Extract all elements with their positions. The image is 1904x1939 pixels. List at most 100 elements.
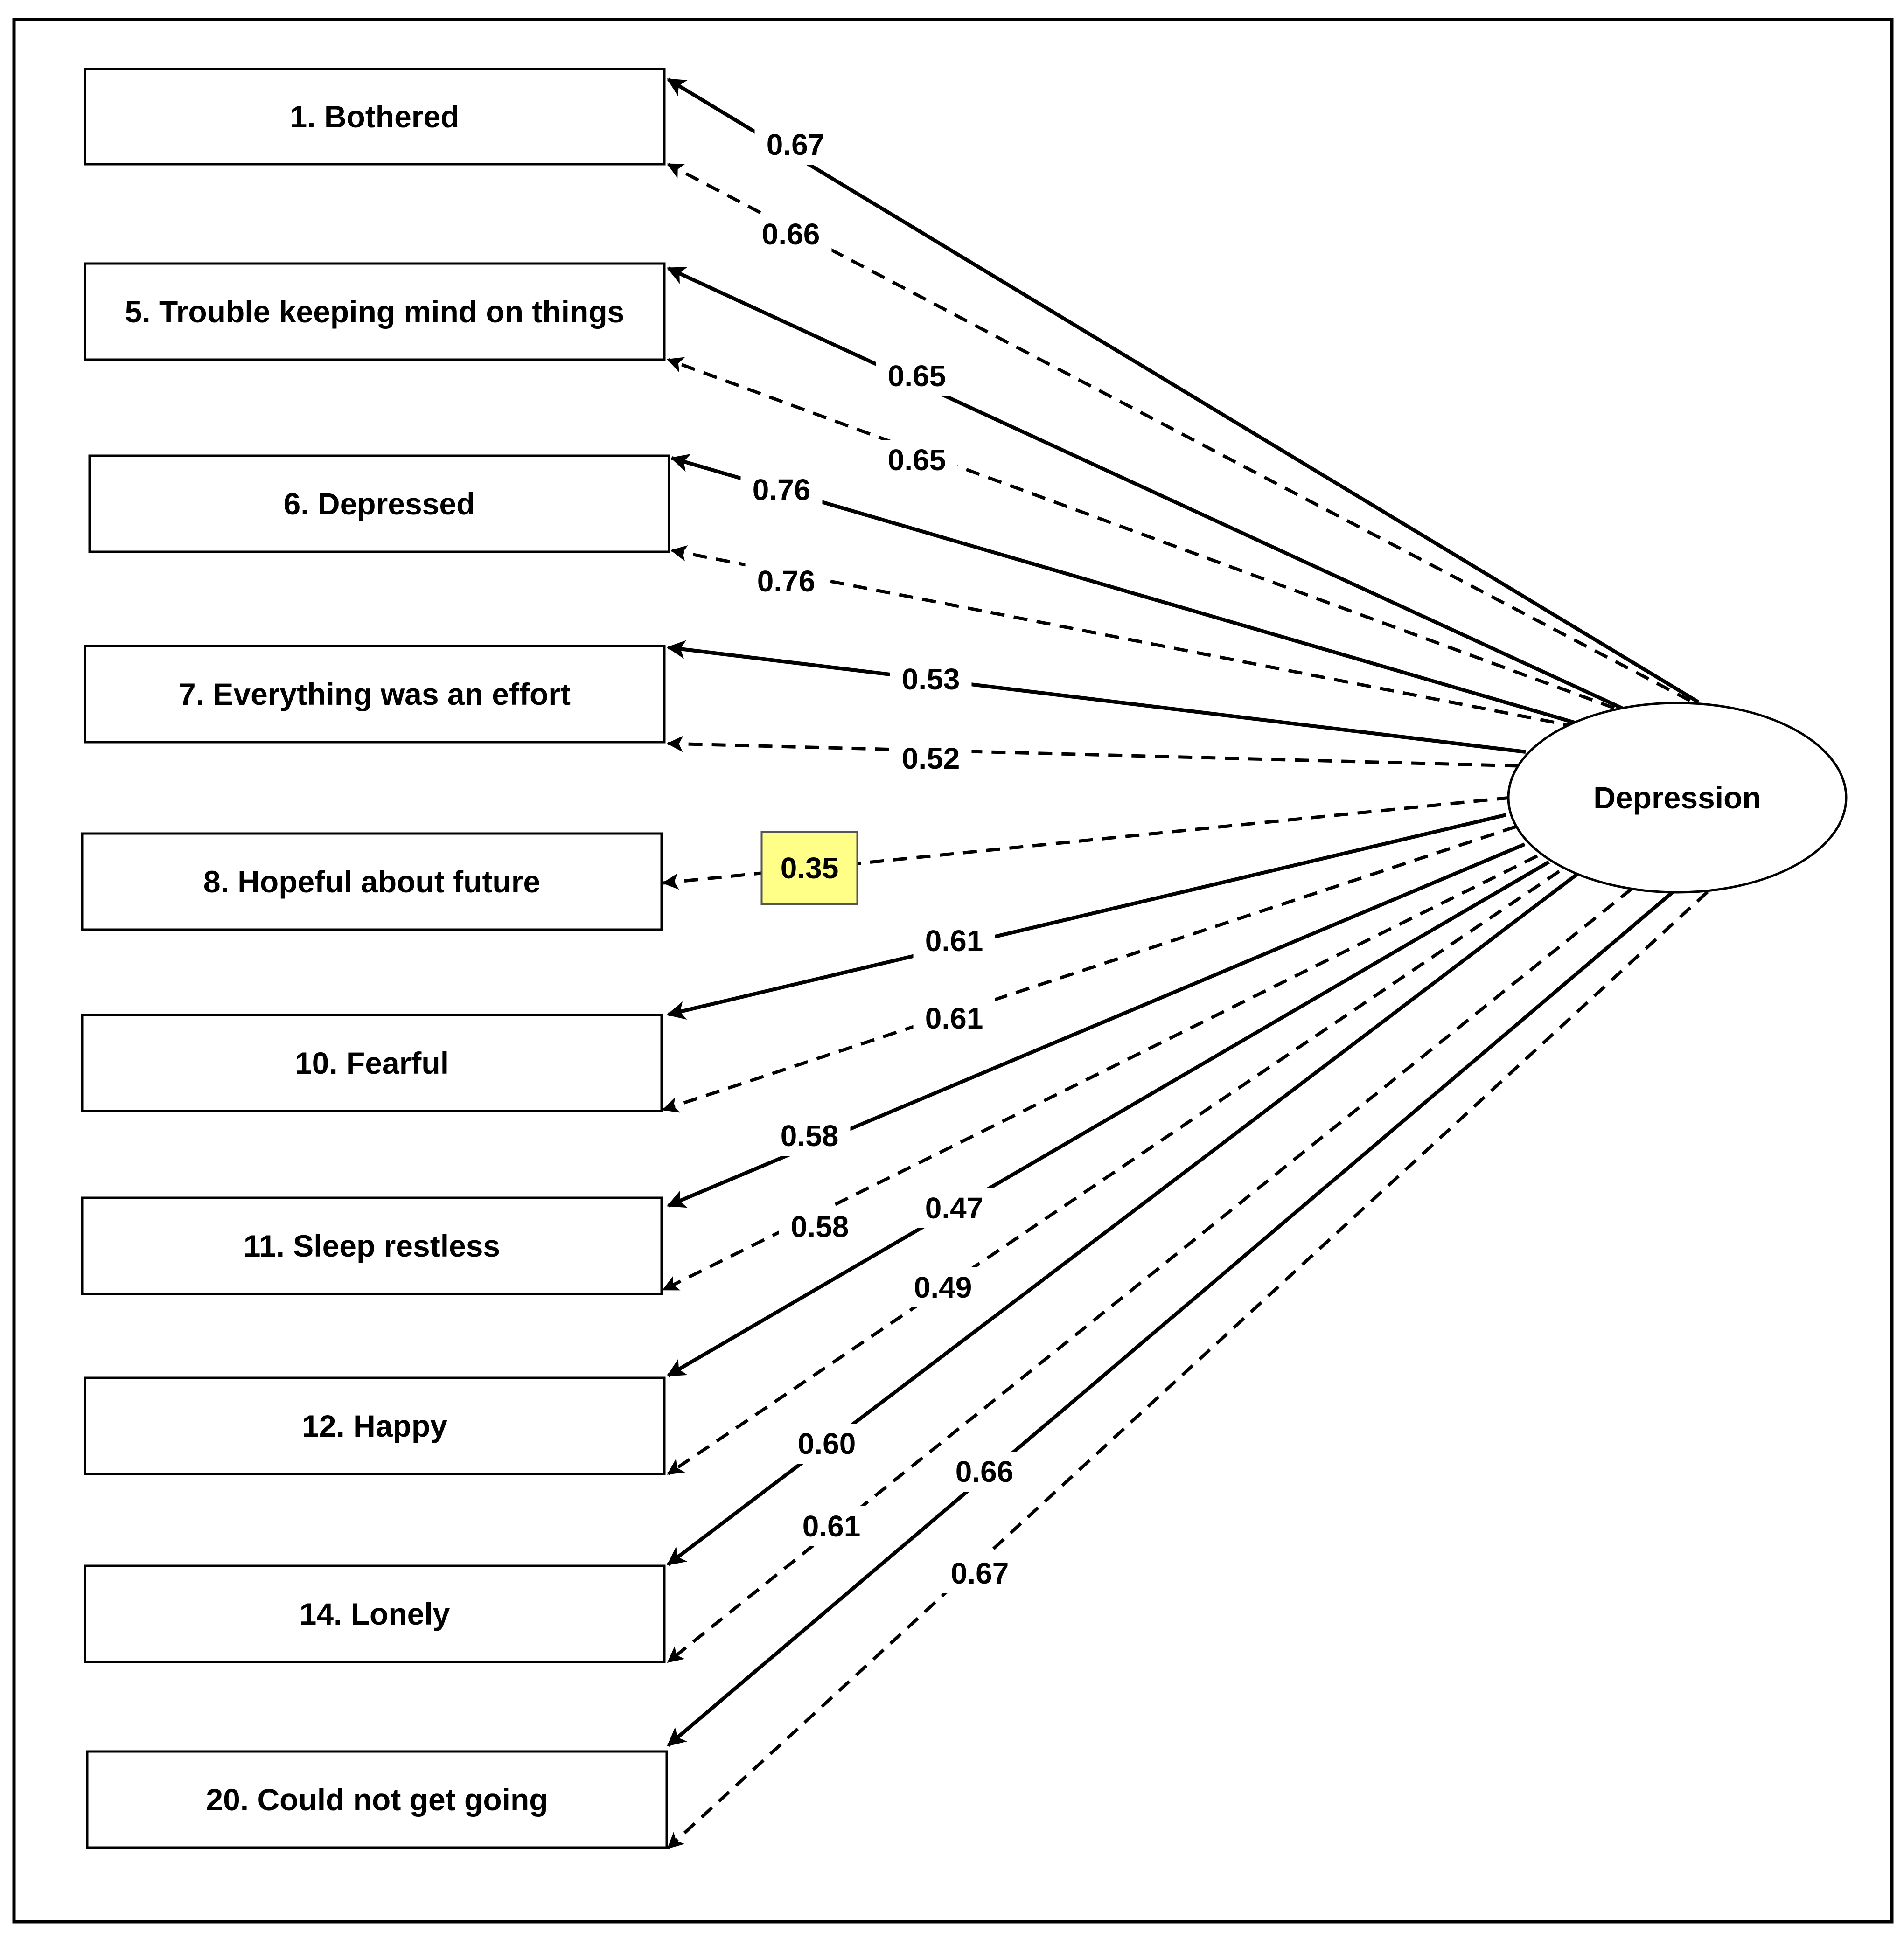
item-label: 11. Sleep restless — [244, 1229, 500, 1263]
solid-coefficient-value: 0.47 — [925, 1191, 983, 1225]
coefficient-background — [890, 659, 972, 699]
item-box-frame — [84, 645, 666, 744]
solid-coefficient: 0.76 — [740, 470, 823, 510]
coefficient-background — [913, 998, 995, 1038]
coefficient-background — [786, 1424, 868, 1464]
latent-label: Depression — [1593, 780, 1761, 815]
solid-coefficient: 0.60 — [786, 1424, 868, 1464]
coefficient-background — [790, 1506, 872, 1546]
solid-coefficient-value: 0.53 — [902, 662, 960, 696]
latent-depression: Depression — [1507, 702, 1848, 894]
coefficient-background — [890, 738, 972, 778]
solid-coefficient: 0.58 — [768, 1116, 851, 1156]
coefficient-background — [754, 125, 837, 165]
dashed-coefficient: 0.76 — [745, 561, 827, 601]
item-box-everything-was-an-effort: 7. Everything was an effort — [84, 645, 666, 744]
coefficient-background — [740, 470, 823, 510]
coefficient-background — [913, 1188, 995, 1228]
item-label: 14. Lonely — [300, 1597, 450, 1631]
dashed-coefficient: 0.35 — [760, 831, 858, 905]
dashed-path-arrow — [667, 870, 1560, 1475]
solid-path-arrow — [666, 266, 1627, 712]
item-label: 8. Hopeful about future — [203, 864, 540, 899]
dashed-path-arrow — [662, 825, 1517, 1113]
coefficient-labels: 0.670.660.650.650.760.760.530.520.350.61… — [740, 125, 1025, 1593]
solid-path-arrow — [666, 813, 1506, 1020]
coefficient-background — [939, 1553, 1021, 1593]
dashed-coefficient-value: 0.61 — [802, 1509, 861, 1543]
solid-coefficient-value: 0.67 — [767, 128, 825, 161]
item-box-frame — [84, 1376, 666, 1475]
coefficient-background — [745, 561, 827, 601]
item-label: 12. Happy — [302, 1409, 447, 1443]
solid-coefficient: 0.65 — [876, 356, 958, 396]
coefficient-background — [750, 214, 832, 254]
solid-coefficient-value: 0.76 — [753, 473, 811, 507]
item-box-frame — [81, 832, 663, 931]
dashed-coefficient-value: 0.49 — [914, 1271, 972, 1304]
item-label: 1. Bothered — [290, 99, 459, 134]
latent-ellipse — [1507, 702, 1848, 894]
solid-coefficient: 0.61 — [913, 921, 995, 961]
solid-path-arrow — [667, 77, 1700, 704]
coefficient-background — [876, 440, 958, 480]
item-box-frame — [88, 454, 670, 553]
coefficient-background — [943, 1452, 1025, 1492]
solid-path-arrow — [666, 640, 1526, 754]
item-box-frame — [84, 68, 666, 166]
item-box-fearful: 10. Fearful — [81, 1014, 663, 1112]
item-box-happy: 12. Happy — [84, 1376, 666, 1475]
dashed-coefficient-value: 0.76 — [757, 564, 816, 598]
factor-loading-paths — [662, 77, 1709, 1849]
dashed-path-arrow — [667, 357, 1615, 710]
outer-frame — [12, 18, 1894, 1924]
solid-coefficient: 0.66 — [943, 1452, 1025, 1492]
solid-coefficient: 0.67 — [754, 125, 837, 165]
dashed-coefficient-value: 0.61 — [925, 1001, 983, 1035]
item-box-lonely: 14. Lonely — [84, 1564, 666, 1663]
item-label: 5. Trouble keeping mind on things — [125, 294, 625, 329]
dashed-coefficient-value: 0.52 — [902, 742, 960, 775]
item-box-could-not-get-going: 20. Could not get going — [86, 1750, 668, 1849]
solid-coefficient-value: 0.65 — [888, 359, 946, 393]
item-label: 7. Everything was an effort — [179, 677, 571, 711]
dashed-coefficient: 0.49 — [902, 1267, 984, 1307]
dashed-coefficient: 0.66 — [750, 214, 832, 254]
solid-path-arrow — [667, 860, 1550, 1377]
solid-coefficient: 0.47 — [913, 1188, 995, 1228]
solid-path-arrow — [667, 890, 1674, 1747]
dashed-coefficient-value: 0.35 — [781, 851, 839, 885]
coefficient-background — [876, 356, 958, 396]
item-box-frame — [81, 1014, 663, 1112]
dashed-coefficient: 0.61 — [913, 998, 995, 1038]
coefficient-background — [779, 1207, 861, 1247]
item-box-bothered: 1. Bothered — [84, 68, 666, 166]
item-boxes: 1. Bothered 5. Trouble keeping mind on th… — [81, 68, 670, 1849]
item-box-frame — [81, 1196, 663, 1295]
highlighted-coefficient-box — [760, 831, 858, 905]
dashed-coefficient: 0.52 — [890, 738, 972, 778]
item-box-sleep-restless: 11. Sleep restless — [81, 1196, 663, 1295]
solid-path-arrow — [670, 454, 1580, 726]
dashed-path-arrow — [667, 162, 1691, 702]
item-box-trouble-keeping-mind-on-things: 5. Trouble keeping mind on things — [84, 262, 666, 361]
solid-coefficient-value: 0.60 — [798, 1427, 856, 1460]
dashed-coefficient-value: 0.58 — [791, 1210, 849, 1244]
dashed-coefficient: 0.67 — [939, 1553, 1021, 1593]
coefficient-background — [913, 921, 995, 961]
coefficient-background — [902, 1267, 984, 1307]
item-label: 20. Could not get going — [206, 1782, 548, 1817]
dashed-coefficient-value: 0.66 — [762, 217, 820, 251]
dashed-path-arrow — [667, 736, 1519, 768]
coefficient-background — [768, 1116, 851, 1156]
dashed-path-arrow — [667, 890, 1709, 1849]
item-box-hopeful-about-future: 8. Hopeful about future — [81, 832, 663, 931]
solid-coefficient-value: 0.58 — [781, 1119, 839, 1153]
solid-coefficient-value: 0.61 — [925, 924, 983, 958]
item-box-frame — [86, 1750, 668, 1849]
dashed-coefficient: 0.58 — [779, 1207, 861, 1247]
dashed-path-arrow — [670, 545, 1577, 729]
item-label: 6. Depressed — [284, 486, 475, 521]
solid-coefficient-value: 0.66 — [955, 1455, 1014, 1488]
